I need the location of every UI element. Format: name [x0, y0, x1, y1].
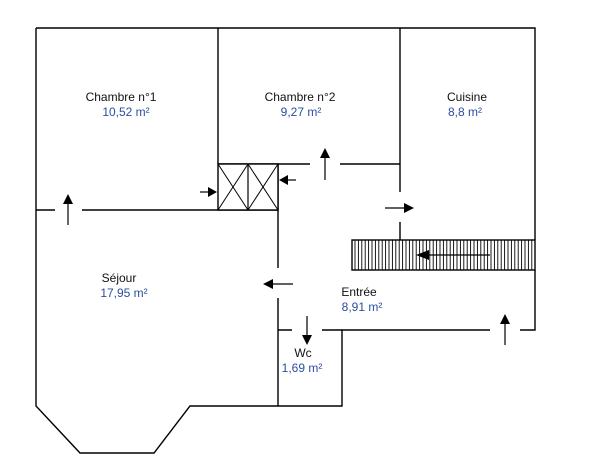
room-name-wc: Wc [294, 346, 311, 360]
arrow-up-icon [500, 314, 510, 345]
arrow-left-icon [279, 175, 296, 185]
room-name-sejour: Séjour [102, 271, 137, 285]
closet [217, 163, 279, 211]
room-area-chambre-1: 10,52 m² [102, 105, 149, 119]
arrow-right-icon [385, 203, 414, 213]
room-labels: Chambre n°1 10,52 m² Chambre n°2 9,27 m²… [86, 90, 488, 375]
room-area-chambre-2: 9,27 m² [281, 105, 322, 119]
room-area-sejour: 17,95 m² [100, 286, 147, 300]
room-name-entree: Entrée [341, 285, 377, 299]
staircase [351, 239, 536, 271]
room-area-cuisine: 8,8 m² [448, 105, 482, 119]
interior-walls [36, 28, 401, 406]
arrow-up-icon [320, 148, 330, 180]
room-name-chambre-1: Chambre n°1 [86, 90, 157, 104]
room-area-entree: 8,91 m² [342, 300, 383, 314]
room-name-cuisine: Cuisine [447, 90, 487, 104]
room-name-chambre-2: Chambre n°2 [265, 90, 336, 104]
arrow-right-icon [200, 187, 217, 197]
room-area-wc: 1,69 m² [282, 361, 323, 375]
arrow-left-icon [263, 279, 293, 289]
arrow-down-icon [302, 316, 312, 345]
door-arrows [63, 148, 510, 345]
arrow-up-icon [63, 194, 73, 225]
